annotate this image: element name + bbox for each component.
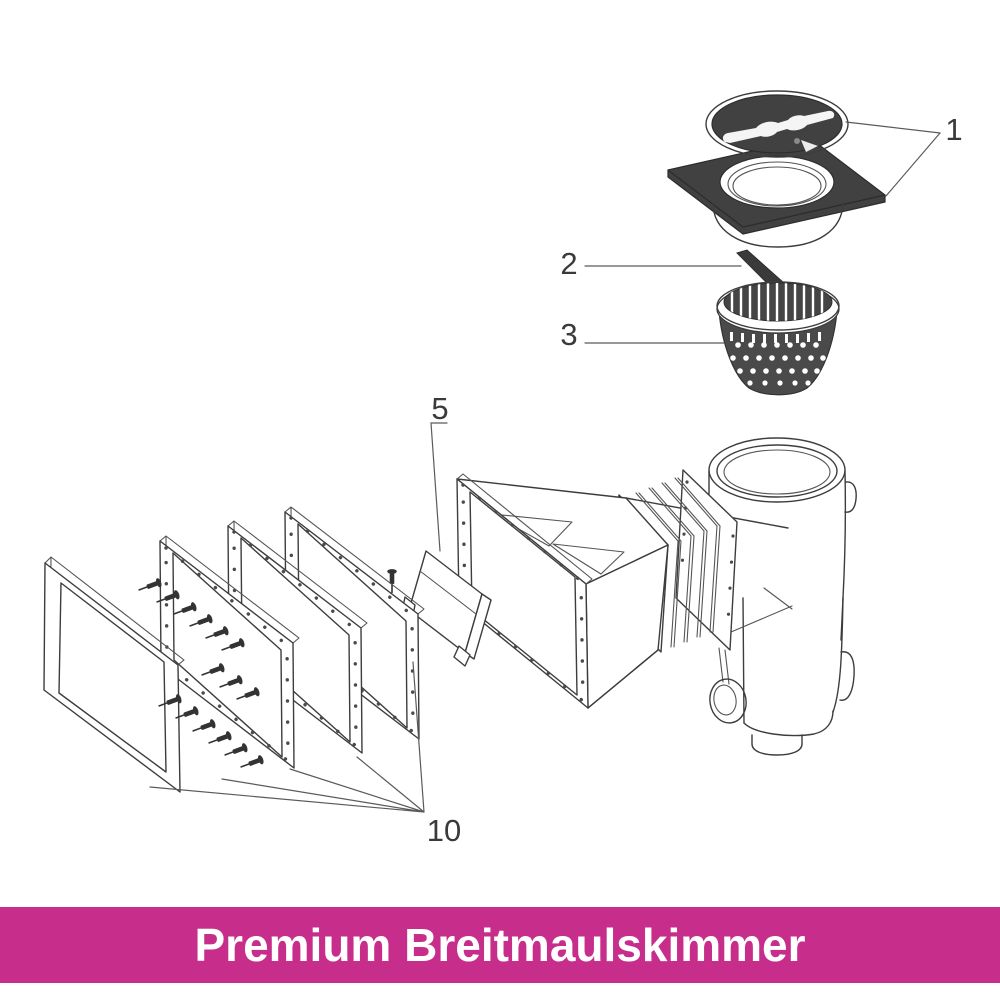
flap-screw	[386, 568, 398, 594]
title-banner: Premium Breitmaulskimmer	[0, 907, 1000, 983]
basket-holes	[730, 332, 826, 386]
cover-assembly	[667, 90, 886, 248]
part-label-5: 5	[431, 391, 448, 426]
skimmer-body	[625, 437, 857, 756]
leader-1b	[885, 132, 941, 197]
lid-outer-ring	[705, 90, 849, 158]
leader-5	[430, 422, 448, 552]
part-label-10: 10	[427, 813, 461, 848]
part-labels: 1 2 3 5 10	[427, 112, 963, 848]
product-title: Premium Breitmaulskimmer	[194, 919, 806, 971]
basket-body	[718, 310, 838, 396]
leader-10	[149, 661, 425, 813]
strainer-basket	[716, 281, 840, 396]
part-label-2: 2	[560, 246, 577, 281]
exploded-diagram: 1 2 3 5 10	[43, 90, 963, 848]
funnel-duct	[456, 473, 669, 709]
lid-grip-recess	[722, 110, 835, 143]
leader-lines	[149, 121, 941, 813]
leader-1a	[845, 121, 941, 134]
part-label-3: 3	[560, 317, 577, 352]
frame-stack	[43, 506, 425, 793]
part-label-1: 1	[945, 112, 962, 147]
